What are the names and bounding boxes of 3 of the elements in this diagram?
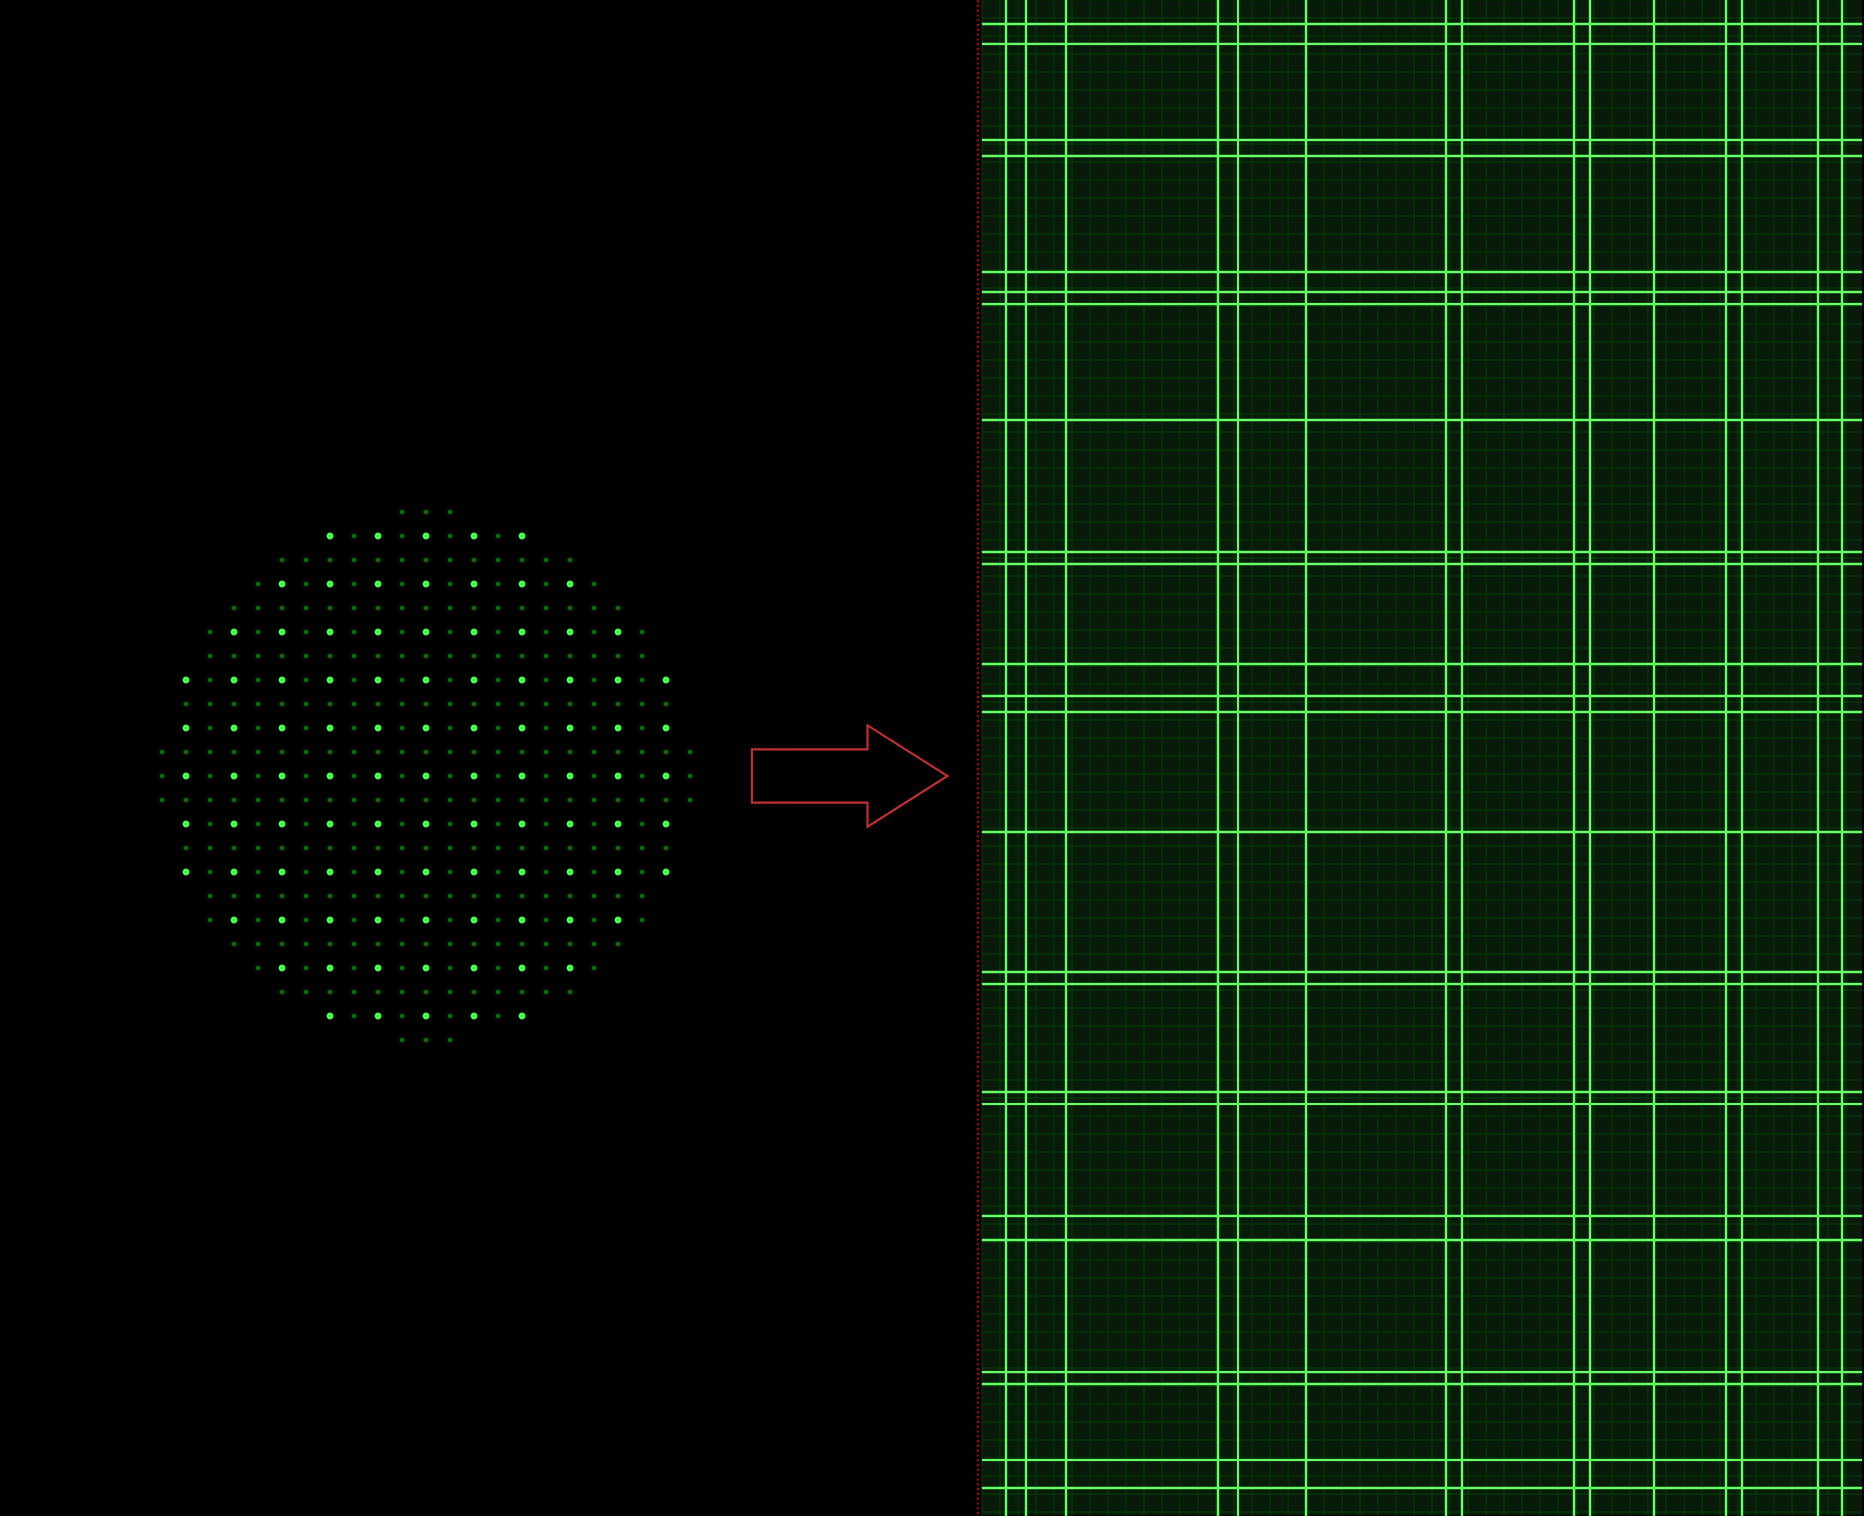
grid-drawing — [976, 0, 1863, 1516]
hollow-arrow — [750, 723, 950, 829]
dot-pattern-drawing — [159, 509, 693, 1043]
